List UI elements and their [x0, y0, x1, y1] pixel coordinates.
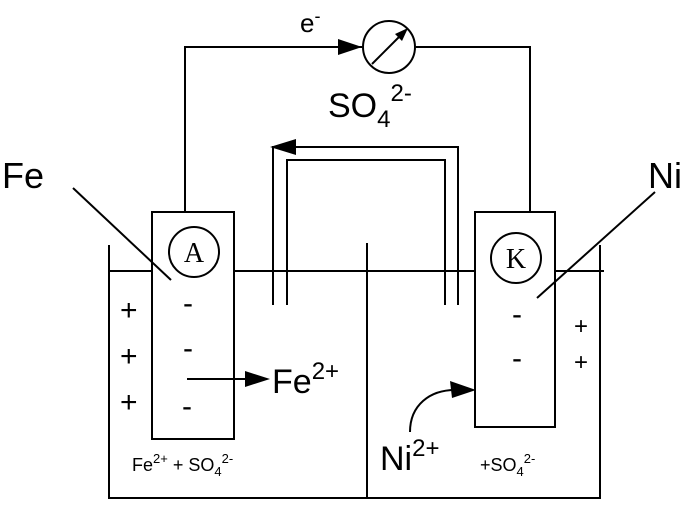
fe-ion-arrow-icon: [245, 371, 270, 387]
cathode-plate: [474, 211, 556, 428]
charge-plus: +: [120, 340, 138, 373]
charge-plus: +: [120, 294, 138, 327]
anode-marker: [168, 226, 220, 278]
charge-minus: -: [183, 332, 193, 365]
cathode-marker: [490, 232, 542, 284]
anode-plate: [151, 211, 235, 440]
right-solution-charges: + +: [574, 313, 588, 376]
salt-bridge-inner: [286, 159, 446, 305]
external-wire-right: [416, 46, 531, 212]
right-solution-label: +SO42-: [480, 451, 535, 479]
ni-electrode-label: Ni: [648, 155, 682, 196]
galvanometer-icon: [362, 20, 416, 74]
charge-minus: -: [512, 298, 522, 331]
charge-plus: +: [574, 349, 588, 376]
charge-plus: +: [574, 313, 588, 340]
ni-pointer: [536, 191, 656, 299]
charge-minus: -: [183, 287, 193, 320]
electron-label: e-: [300, 6, 320, 38]
salt-bridge-sulfate-label: SO42-: [328, 80, 412, 133]
ni-ion-label: Ni2+: [380, 435, 439, 478]
fe-ion-label: Fe2+: [272, 358, 339, 401]
electron-flow-arrow-icon: [338, 39, 362, 55]
left-solution-label: Fe2+ + SO42-: [132, 451, 233, 479]
left-solution-charges: + + +: [120, 294, 138, 419]
salt-bridge-outer: [272, 146, 459, 305]
anode-charges: - - -: [182, 287, 193, 423]
external-wire: [184, 46, 362, 212]
fe-electrode-label: Fe: [2, 155, 44, 196]
cathode-charges: - -: [512, 298, 522, 375]
fe-pointer: [72, 187, 172, 281]
vessel: [108, 245, 601, 499]
charge-plus: +: [120, 386, 138, 419]
cathode-label: K: [506, 244, 526, 275]
charge-minus: -: [182, 390, 192, 423]
salt-bridge-arrow-icon: [270, 139, 296, 155]
ni-ion-arrow-curve: [409, 389, 456, 433]
charge-minus: -: [512, 342, 522, 375]
ni-ion-arrow-icon: [450, 381, 476, 398]
anode-label: A: [184, 238, 205, 269]
